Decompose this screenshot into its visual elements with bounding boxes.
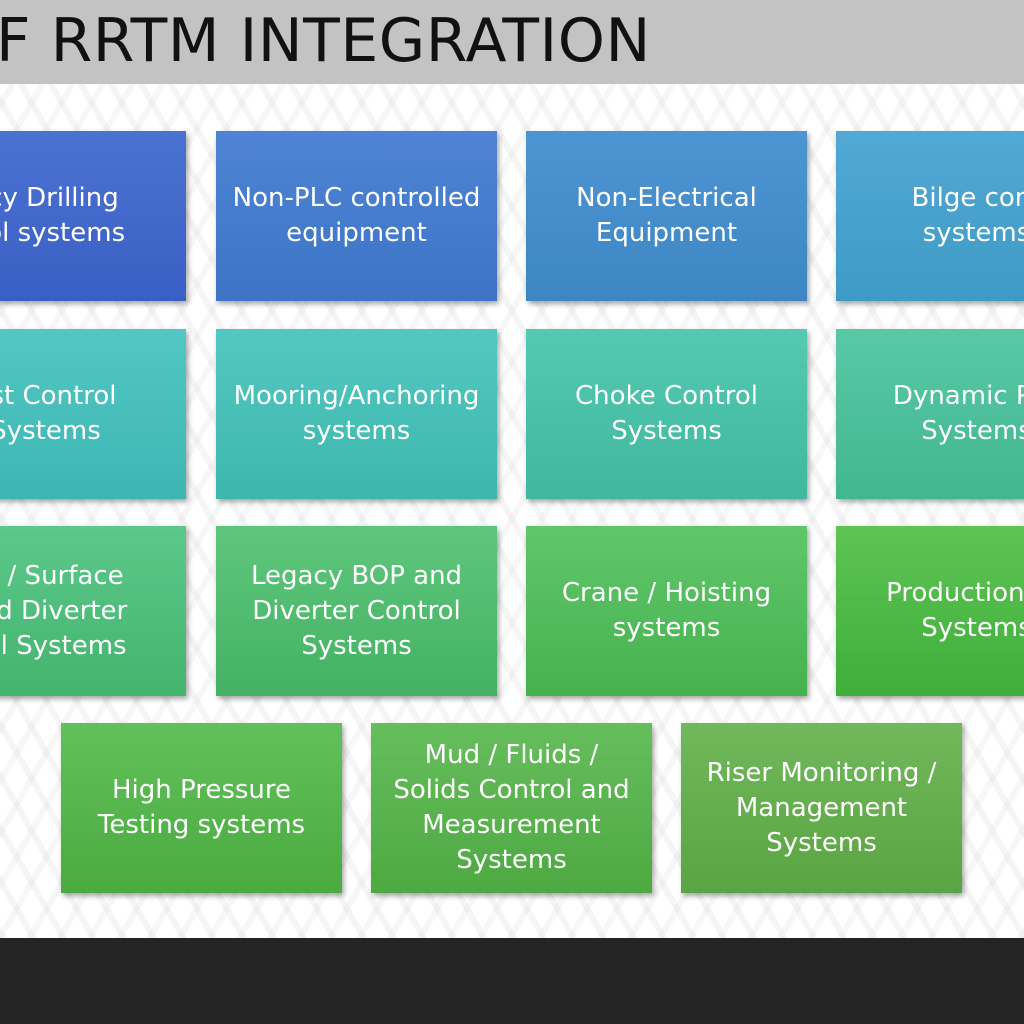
tile-label: Mooring/Anchoring systems bbox=[233, 381, 480, 446]
tile-production-control: Production Co Systems bbox=[836, 526, 1024, 696]
tile-riser-monitoring: Riser Monitoring / Management Systems bbox=[681, 723, 962, 893]
tile-choke-control: Choke Control Systems bbox=[526, 329, 807, 499]
tile-subsea-surface-diverter: ea / Surface and Diverter trol Systems bbox=[0, 526, 186, 696]
tile-label: ea / Surface and Diverter trol Systems bbox=[0, 560, 128, 661]
tile-legacy-bop-diverter: Legacy BOP and Diverter Control Systems bbox=[216, 526, 497, 696]
tile-ballast-control: ast Control Systems bbox=[0, 329, 186, 499]
title-bar: F RRTM INTEGRATION bbox=[0, 0, 1024, 84]
tile-label: Riser Monitoring / Management Systems bbox=[706, 757, 937, 858]
tile-label: Bilge cont systems bbox=[911, 183, 1024, 248]
tile-label: Crane / Hoisting systems bbox=[561, 578, 772, 643]
tile-high-pressure-testing: High Pressure Testing systems bbox=[61, 723, 342, 893]
tile-mooring-anchoring: Mooring/Anchoring systems bbox=[216, 329, 497, 499]
tile-legacy-drilling-control: acy Drilling trol systems bbox=[0, 131, 186, 301]
tile-label: Dynamic Pos Systems bbox=[892, 381, 1024, 446]
tile-label: Mud / Fluids / Solids Control and Measur… bbox=[393, 740, 630, 875]
slide-title: F RRTM INTEGRATION bbox=[0, 6, 651, 76]
tile-dynamic-positioning: Dynamic Pos Systems bbox=[836, 329, 1024, 499]
tile-label: ast Control Systems bbox=[0, 381, 117, 446]
tile-label: Non-Electrical Equipment bbox=[576, 183, 757, 248]
tile-non-plc-equipment: Non-PLC controlled equipment bbox=[216, 131, 497, 301]
tile-label: High Pressure Testing systems bbox=[97, 775, 306, 840]
tile-grid: acy Drilling trol systems Non-PLC control… bbox=[0, 84, 1024, 938]
tile-label: Non-PLC controlled equipment bbox=[232, 183, 481, 248]
tile-non-electrical-equipment: Non-Electrical Equipment bbox=[526, 131, 807, 301]
tile-label: Legacy BOP and Diverter Control Systems bbox=[250, 560, 463, 661]
tile-label: Choke Control Systems bbox=[575, 381, 758, 446]
tile-mud-fluids-solids: Mud / Fluids / Solids Control and Measur… bbox=[371, 723, 652, 893]
tile-crane-hoisting: Crane / Hoisting systems bbox=[526, 526, 807, 696]
bottom-bar bbox=[0, 938, 1024, 1024]
tile-label: acy Drilling trol systems bbox=[0, 183, 126, 248]
tile-bilge-control: Bilge cont systems bbox=[836, 131, 1024, 301]
tile-label: Production Co Systems bbox=[886, 578, 1024, 643]
